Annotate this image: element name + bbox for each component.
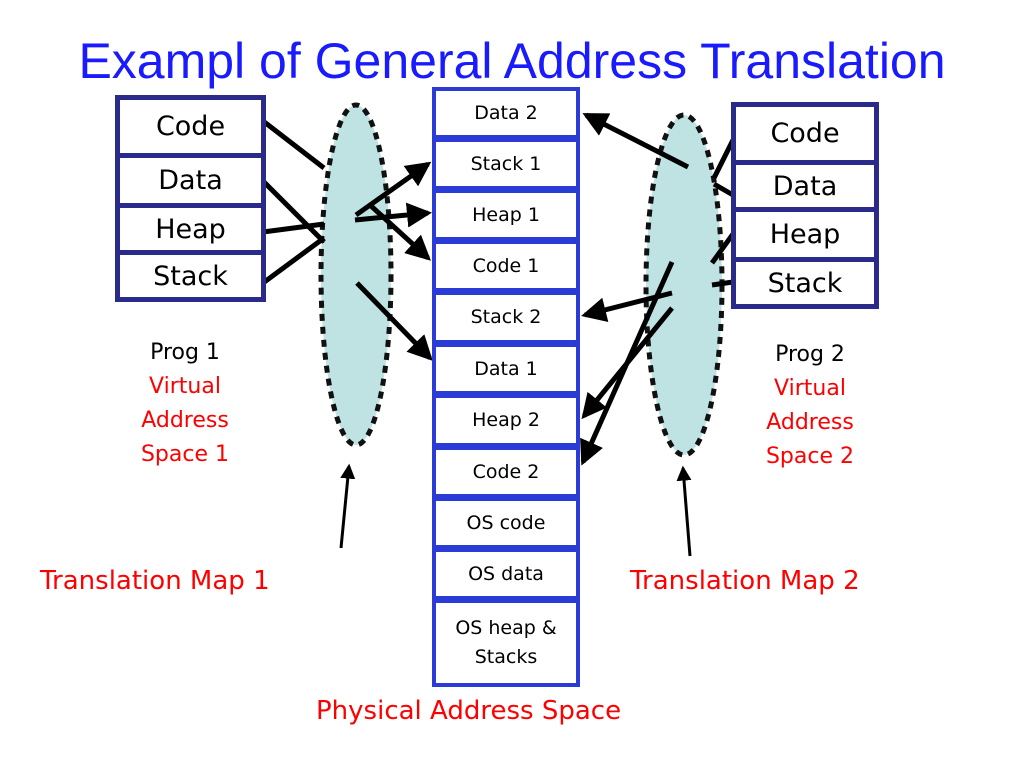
prog2-segment-stack: Stack <box>731 257 879 309</box>
prog1-segment-stack: Stack <box>115 250 266 302</box>
arrow-p2-code-to-code2-b <box>580 260 675 466</box>
physical-address-space-label: Physical Address Space <box>316 696 622 726</box>
prog1-segment-data: Data <box>115 153 266 208</box>
physical-block-data-1: Data 1 <box>432 343 580 395</box>
prog1-label-line-3: Space 1 <box>140 442 230 467</box>
arrow-p1-code-to-code1-b <box>368 203 431 261</box>
physical-block-os-heap-stacks: OS heap & Stacks <box>432 599 580 687</box>
physical-block-code-2: Code 2 <box>432 446 580 498</box>
arrow-p2-stack-to-stack2-b <box>581 290 673 322</box>
translation-map-1-ellipse <box>318 102 394 448</box>
pointer-map-2 <box>676 465 692 557</box>
prog2-segment-code: Code <box>731 102 879 165</box>
prog2-segment-heap: Heap <box>731 207 879 262</box>
pointer-map-1 <box>339 463 356 549</box>
translation-map-2-label: Translation Map 2 <box>630 566 860 596</box>
prog1-label: Prog 1 Virtual Address Space 1 <box>115 336 255 472</box>
physical-block-data-2: Data 2 <box>432 87 580 139</box>
prog1-label-prog: Prog 1 <box>150 340 220 365</box>
prog1-label-line-2: Address <box>141 408 229 433</box>
arrow-p1-stack-to-stack1-b <box>354 161 432 218</box>
physical-block-os-heap-line-1: OS heap & <box>455 617 557 639</box>
arrow-p1-stack-to-stack1 <box>261 235 326 286</box>
prog2-segment-data: Data <box>731 160 879 212</box>
physical-block-heap-2: Heap 2 <box>432 394 580 447</box>
translation-map-2-ellipse <box>643 112 725 458</box>
arrow-p1-data-to-data1 <box>261 179 326 244</box>
physical-block-stack-1: Stack 1 <box>432 138 580 190</box>
translation-map-1-label: Translation Map 1 <box>40 566 270 596</box>
arrow-p1-data-to-data1-b <box>355 281 433 361</box>
prog1-segment-code: Code <box>115 95 266 158</box>
prog2-label-line-2: Address <box>766 410 854 435</box>
arrow-p1-heap-to-heap1 <box>262 221 325 235</box>
prog1-label-line-1: Virtual <box>149 374 221 399</box>
prog2-label: Prog 2 Virtual Address Space 2 <box>740 338 880 474</box>
prog2-label-line-1: Virtual <box>774 376 846 401</box>
prog1-segment-heap: Heap <box>115 203 266 255</box>
physical-block-code-1: Code 1 <box>432 240 580 292</box>
arrow-p1-heap-to-heap1-b <box>354 202 432 228</box>
arrow-p2-data-to-data2-b <box>582 112 690 170</box>
arrow-p2-heap-to-heap2-b <box>581 306 674 420</box>
arrow-p2-stack-to-stack2 <box>711 279 734 288</box>
physical-block-heap-1: Heap 1 <box>432 189 580 241</box>
physical-block-os-code: OS code <box>432 497 580 549</box>
prog2-label-prog: Prog 2 <box>775 342 845 367</box>
arrow-p1-code-to-code1 <box>261 119 326 170</box>
prog2-label-line-3: Space 2 <box>765 444 855 469</box>
slide-title: Exampl of General Address Translation <box>78 33 946 89</box>
physical-block-os-heap-line-2: Stacks <box>474 646 538 668</box>
physical-block-os-data: OS data <box>432 548 580 600</box>
physical-block-stack-2: Stack 2 <box>432 291 580 344</box>
arrow-p2-heap-to-heap2 <box>709 232 736 265</box>
